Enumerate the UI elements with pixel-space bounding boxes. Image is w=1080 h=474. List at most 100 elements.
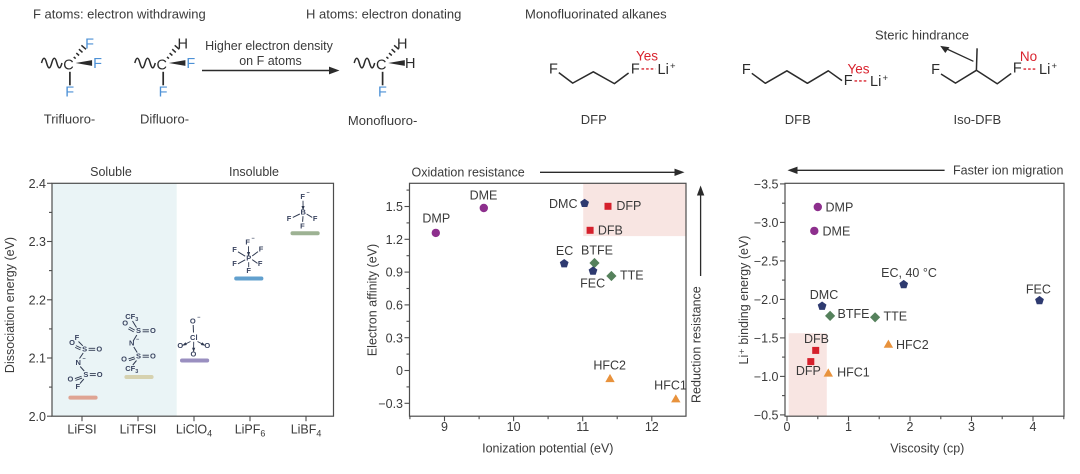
svg-text:−1.0: −1.0 (754, 370, 779, 384)
svg-text:4: 4 (1030, 420, 1037, 434)
svg-text:Insoluble: Insoluble (229, 165, 279, 179)
svg-text:Ionization potential (eV): Ionization potential (eV) (482, 441, 613, 455)
svg-text:Trifluoro-: Trifluoro- (44, 112, 96, 127)
svg-text:−: − (252, 236, 255, 242)
svg-text:F: F (245, 238, 250, 247)
svg-text:6: 6 (260, 429, 265, 439)
svg-text:0.6: 0.6 (386, 299, 403, 313)
svg-text:F: F (300, 222, 305, 231)
svg-text:Soluble: Soluble (90, 165, 132, 179)
svg-text:Iso-DFB: Iso-DFB (953, 112, 1001, 127)
svg-text:2.3: 2.3 (29, 235, 46, 249)
svg-text:DFB: DFB (785, 112, 811, 127)
svg-text:Yes: Yes (847, 61, 869, 76)
svg-text:−: − (136, 337, 139, 343)
svg-text:TTE: TTE (884, 310, 908, 324)
svg-text:FEC: FEC (580, 277, 605, 291)
svg-text:1.2: 1.2 (386, 233, 403, 247)
svg-text:0: 0 (396, 364, 403, 378)
svg-text:Yes: Yes (636, 49, 658, 64)
svg-text:Dissociation energy (eV): Dissociation energy (eV) (3, 237, 17, 373)
svg-text:Higher electron density: Higher electron density (205, 39, 334, 53)
svg-text:Monofluorinated alkanes: Monofluorinated alkanes (525, 7, 667, 22)
svg-text:No: No (1020, 49, 1037, 64)
svg-text:4: 4 (316, 429, 321, 439)
svg-text:4: 4 (207, 429, 212, 439)
svg-text:−3.0: −3.0 (754, 216, 779, 230)
svg-text:HFC2: HFC2 (593, 358, 626, 372)
svg-text:O: O (150, 352, 156, 361)
svg-text:LiFSI: LiFSI (67, 423, 96, 437)
svg-text:BTFE: BTFE (838, 307, 870, 321)
svg-text:F: F (258, 259, 263, 268)
svg-text:FEC: FEC (1026, 282, 1051, 296)
svg-text:LiPF: LiPF (235, 423, 261, 437)
svg-text:DFP: DFP (616, 199, 641, 213)
svg-text:−: − (307, 191, 310, 197)
svg-text:DMP: DMP (826, 201, 854, 215)
svg-text:−: − (83, 357, 86, 363)
svg-text:LiTFSI: LiTFSI (120, 423, 157, 437)
svg-text:O: O (121, 354, 127, 363)
svg-text:DME: DME (470, 189, 498, 203)
svg-text:O: O (96, 345, 102, 354)
svg-text:3: 3 (135, 317, 138, 323)
svg-text:DME: DME (823, 224, 851, 238)
svg-text:Electron affinity (eV): Electron affinity (eV) (366, 244, 380, 356)
svg-text:C: C (376, 57, 386, 73)
svg-text:LiClO: LiClO (176, 423, 208, 437)
svg-text:F atoms: electron withdrawing: F atoms: electron withdrawing (33, 7, 206, 22)
svg-text:F: F (186, 56, 195, 72)
svg-text:F: F (300, 192, 305, 201)
svg-text:Faster ion migration: Faster ion migration (953, 164, 1064, 178)
svg-text:DFB: DFB (804, 332, 829, 346)
svg-text:F: F (232, 245, 237, 254)
svg-text:0.9: 0.9 (386, 266, 403, 280)
svg-text:Li: Li (1039, 62, 1050, 78)
svg-text:F: F (85, 37, 94, 53)
svg-text:Reduction resistance: Reduction resistance (690, 286, 704, 403)
svg-text:1.5: 1.5 (386, 200, 403, 214)
svg-text:3: 3 (968, 420, 975, 434)
svg-text:O: O (190, 317, 196, 326)
svg-text:0.3: 0.3 (386, 331, 403, 345)
svg-text:S: S (136, 326, 141, 335)
svg-text:−0.3: −0.3 (378, 397, 403, 411)
svg-text:F: F (287, 214, 292, 223)
svg-text:Li: Li (870, 74, 881, 90)
svg-text:S: S (83, 370, 88, 379)
svg-text:1: 1 (845, 420, 852, 434)
svg-text:O: O (150, 326, 156, 335)
svg-text:HFC1: HFC1 (837, 365, 870, 379)
svg-text:Cl: Cl (190, 333, 198, 342)
svg-text:+: + (1052, 61, 1058, 72)
svg-text:EC: EC (556, 244, 573, 258)
svg-text:F: F (378, 85, 387, 101)
svg-text:F: F (232, 259, 237, 268)
svg-text:H: H (397, 37, 407, 53)
svg-text:HFC1: HFC1 (654, 379, 687, 393)
svg-text:−1.5: −1.5 (754, 332, 779, 346)
svg-text:−2.0: −2.0 (754, 293, 779, 307)
svg-text:DFP: DFP (796, 364, 821, 378)
svg-text:0: 0 (784, 420, 791, 434)
svg-text:Steric hindrance: Steric hindrance (875, 28, 969, 43)
svg-text:S: S (82, 345, 87, 354)
svg-text:O: O (67, 374, 73, 383)
svg-text:2.0: 2.0 (29, 410, 46, 424)
svg-text:F: F (313, 214, 318, 223)
svg-text:−0.5: −0.5 (754, 409, 779, 423)
svg-text:Li⁺ binding energy (eV): Li⁺ binding energy (eV) (737, 236, 751, 365)
svg-text:CF: CF (125, 364, 135, 373)
svg-text:F: F (631, 61, 640, 77)
svg-text:TTE: TTE (620, 268, 644, 282)
svg-text:9: 9 (441, 420, 448, 434)
svg-text:−2.5: −2.5 (754, 255, 779, 269)
svg-text:on F atoms: on F atoms (239, 54, 302, 68)
svg-text:2.1: 2.1 (29, 352, 46, 366)
svg-text:N: N (75, 358, 80, 367)
svg-text:H atoms: electron donating: H atoms: electron donating (306, 7, 461, 22)
svg-text:−: − (197, 315, 200, 321)
svg-text:EC, 40 °C: EC, 40 °C (881, 266, 937, 280)
svg-text:2.2: 2.2 (29, 293, 46, 307)
